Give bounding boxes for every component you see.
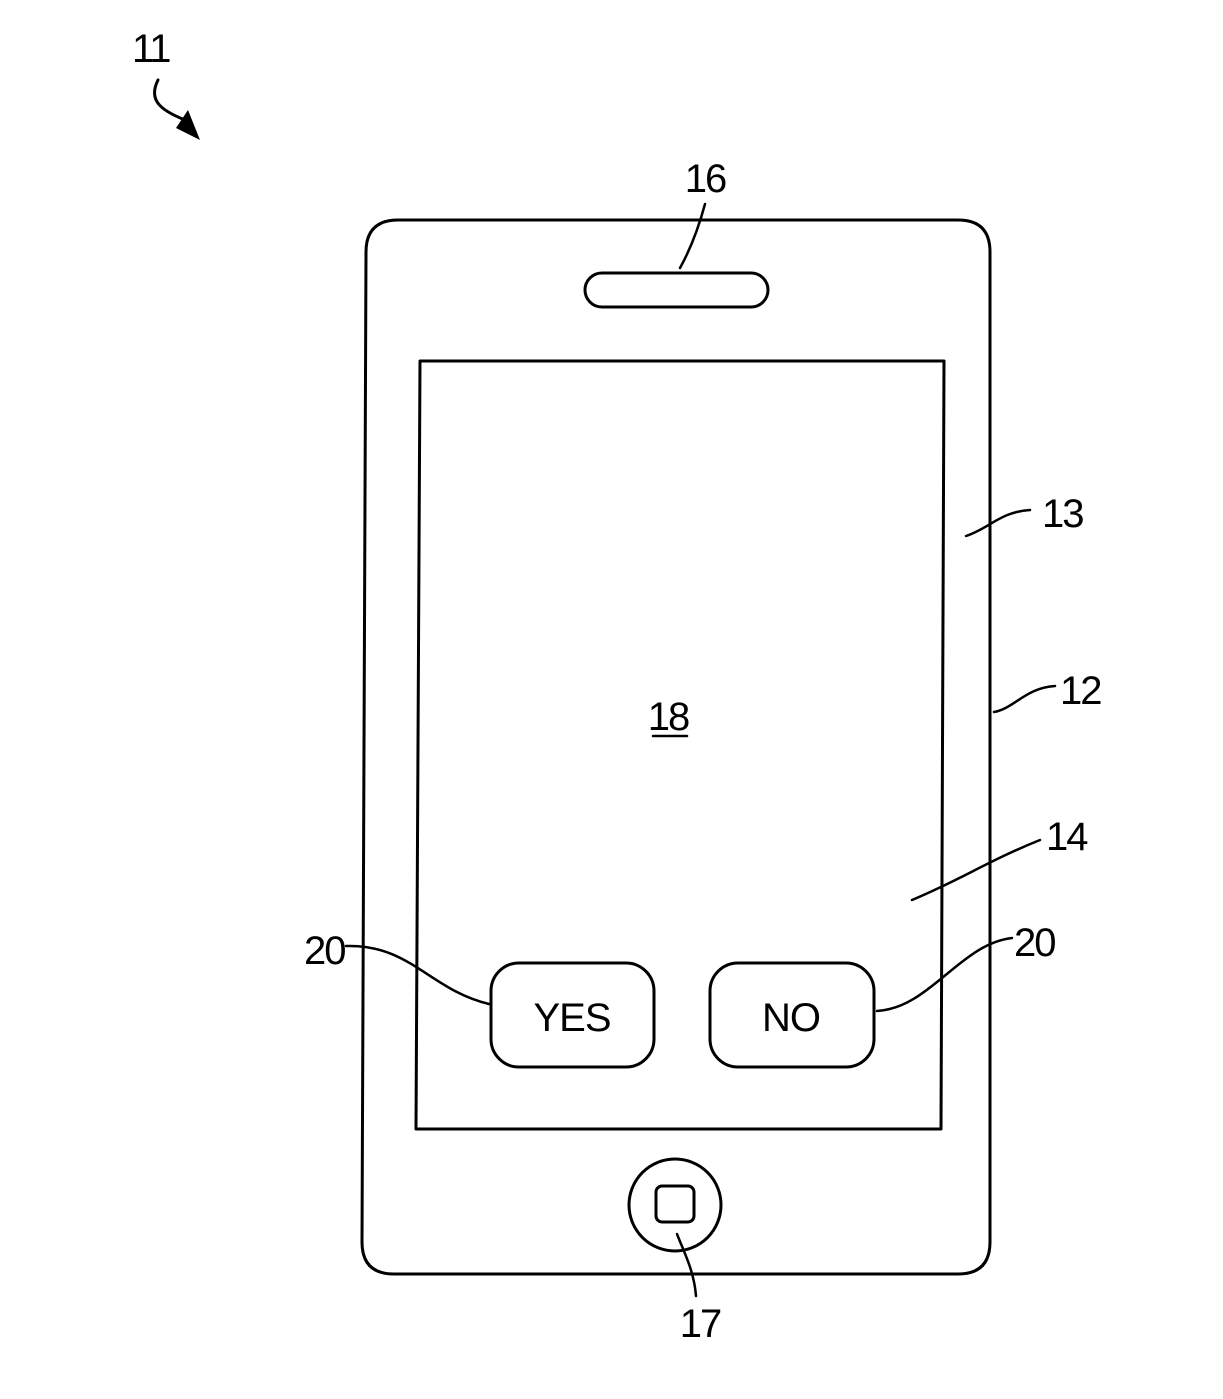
- ref-label-18: 18: [648, 695, 689, 739]
- ref-arrow-11: [154, 80, 185, 120]
- ref-leader-17: [677, 1234, 696, 1296]
- ref-label-20-right: 20: [1014, 921, 1055, 965]
- ref-arrowhead-11: [176, 110, 200, 140]
- ref-label-13: 13: [1042, 492, 1083, 536]
- ref-label-14: 14: [1046, 815, 1088, 859]
- ref-label-16: 16: [685, 157, 726, 201]
- no-button[interactable]: NO: [710, 963, 874, 1067]
- ref-leader-12: [994, 686, 1055, 712]
- no-button-label: NO: [762, 996, 820, 1040]
- ref-leader-14: [912, 840, 1040, 900]
- yes-button-label: YES: [533, 996, 610, 1040]
- yes-button[interactable]: YES: [491, 963, 654, 1067]
- ref-leader-20-right: [877, 938, 1012, 1011]
- ref-label-20-left: 20: [304, 929, 345, 973]
- ref-leader-16: [680, 204, 705, 268]
- device-housing: [362, 220, 990, 1274]
- touchscreen: [416, 361, 944, 1129]
- ref-label-12: 12: [1060, 669, 1101, 713]
- speaker-slot: [585, 273, 768, 307]
- ref-leader-13: [966, 510, 1030, 536]
- ref-label-11: 11: [132, 27, 170, 71]
- home-button[interactable]: [629, 1159, 721, 1251]
- ref-label-17: 17: [680, 1302, 721, 1346]
